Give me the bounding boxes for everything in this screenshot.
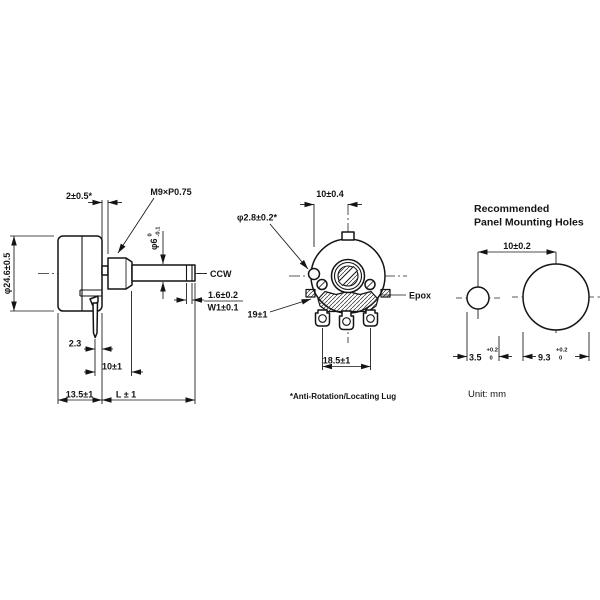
dim-bushing-length: 10±1 xyxy=(84,291,143,376)
side-tab-right xyxy=(380,288,391,298)
panel-holes-view: Recommended Panel Mounting Holes 10±0.2 … xyxy=(453,203,600,400)
callout-lug-diameter: φ2.8±0.2* xyxy=(237,213,309,270)
panel-title-line2: Panel Mounting Holes xyxy=(474,217,584,229)
terminal-2 xyxy=(338,310,355,331)
body-width-label: 19±1 xyxy=(248,310,268,320)
dim-shaft-diameter: φ6 0 -0.1 xyxy=(148,226,166,299)
dim-overall-length: 13.5±1 L ± 1 xyxy=(57,283,196,404)
dim-hole-pitch: 10±0.2 xyxy=(478,241,556,255)
unit-label: Unit: mm xyxy=(468,389,506,400)
large-hole-label: 9.3 xyxy=(538,353,551,363)
small-hole-label: 3.5 xyxy=(469,353,482,363)
lug-distance-label: 10±0.4 xyxy=(316,189,343,199)
shaft xyxy=(131,264,196,282)
svg-text:0: 0 xyxy=(148,233,154,236)
terminal-1-hole xyxy=(318,314,327,323)
shaft-slot-lines xyxy=(185,265,193,281)
slot-width-label: W1±0.1 xyxy=(208,303,239,313)
rivet-right-slash xyxy=(366,280,374,289)
pin-offset-label: 2.3 xyxy=(69,339,82,349)
small-hole-tol-upper: +0.2 xyxy=(487,348,498,354)
top-tab xyxy=(341,231,355,241)
ccw-label: CCW xyxy=(210,269,232,279)
dim-large-hole: 9.3 +0.2 0 xyxy=(522,332,590,363)
lug-protrusion-label: 2±0.5* xyxy=(66,191,92,201)
rivet-left-slash xyxy=(318,280,326,289)
bushing-length-label: 10±1 xyxy=(102,362,122,372)
body-diameter-label: φ24.6±0.5 xyxy=(2,253,12,294)
slot-depth-label: 1.6±0.2 xyxy=(208,290,238,300)
leader-line xyxy=(269,298,312,313)
dim-body-width: 19±1 xyxy=(248,298,312,320)
shaft-length-label: L ± 1 xyxy=(116,390,136,400)
dim-pin-offset: 2.3 xyxy=(69,313,113,404)
threaded-bushing xyxy=(107,257,133,290)
potentiometer-body-front xyxy=(305,231,391,331)
dim-lug-distance: 10±0.4 xyxy=(300,189,362,247)
body-length-label: 13.5±1 xyxy=(66,390,93,400)
svg-text:φ6: φ6 xyxy=(149,239,159,250)
small-mounting-hole xyxy=(466,286,490,310)
side-tab-left xyxy=(305,288,316,298)
epoxy-seal xyxy=(317,290,379,313)
terminal-3-hole xyxy=(366,314,375,323)
locating-lug-side xyxy=(101,265,109,276)
front-view: 10±0.4 φ2.8±0.2* 19±1 Epox 18.5±1 *Anti-… xyxy=(237,189,431,401)
callout-ccw: CCW xyxy=(197,269,232,279)
terminal-1 xyxy=(314,309,331,327)
large-mounting-hole xyxy=(522,263,590,331)
dim-terminal-pitch: 18.5±1 xyxy=(322,328,371,370)
thread-label: M9×P0.75 xyxy=(150,187,191,197)
dim-small-hole: 3.5 +0.2 0 xyxy=(453,312,512,363)
small-hole-tol-lower: 0 xyxy=(490,356,493,362)
terminal-3 xyxy=(362,309,379,327)
terminal-pin xyxy=(92,302,99,339)
bushing-inner-circle xyxy=(333,261,363,291)
epoxy-label: Epox xyxy=(409,291,431,301)
callout-thread: M9×P0.75 xyxy=(117,187,192,254)
footnote: *Anti-Rotation/Locating Lug xyxy=(290,392,396,401)
potentiometer-body-side xyxy=(57,235,196,339)
dim-lug-protrusion: 2±0.5* xyxy=(66,191,122,254)
terminal-pitch-label: 18.5±1 xyxy=(323,356,350,366)
large-hole-tol-lower: 0 xyxy=(559,356,562,362)
callout-epoxy: Epox xyxy=(382,291,431,301)
svg-text:-0.1: -0.1 xyxy=(156,226,162,237)
lug-diameter-label: φ2.8±0.2* xyxy=(237,213,277,223)
shaft-slot xyxy=(337,265,359,287)
locating-lug-front xyxy=(307,267,321,281)
side-view: φ24.6±0.5 2±0.5* M9×P0.75 φ6 0 -0.1 xyxy=(2,187,243,404)
shaft-diameter-label: φ6 0 -0.1 xyxy=(148,226,162,250)
hole-pitch-label: 10±0.2 xyxy=(503,241,530,251)
leader-line xyxy=(117,197,155,254)
large-hole-tol-upper: +0.2 xyxy=(556,348,567,354)
dim-body-diameter: φ24.6±0.5 xyxy=(2,235,54,312)
dim-shaft-slot: 1.6±0.2 W1±0.1 xyxy=(174,283,243,313)
panel-title-line1: Recommended xyxy=(474,203,549,215)
terminal-2-hole xyxy=(342,317,351,326)
leader-line xyxy=(269,223,309,270)
